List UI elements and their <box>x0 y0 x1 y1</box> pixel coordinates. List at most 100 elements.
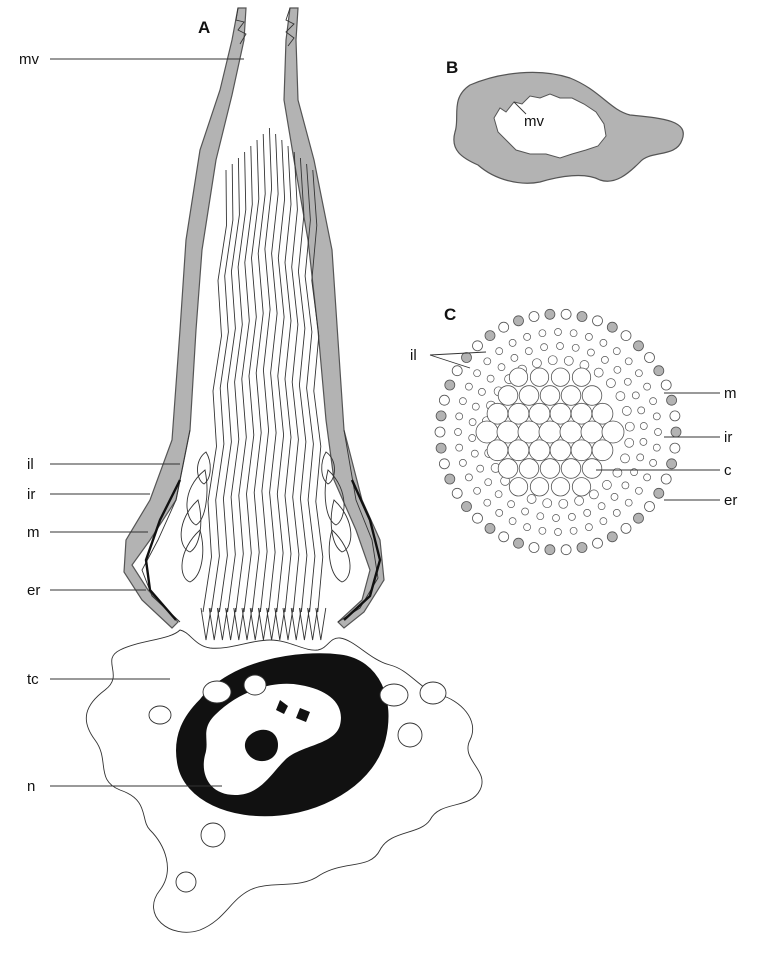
cilium-section <box>551 478 569 496</box>
outer-ring-dot <box>621 331 631 341</box>
cilium-section <box>508 440 529 461</box>
outer-ring-dot <box>529 312 539 322</box>
small-dot <box>455 429 462 436</box>
cilium-section <box>582 386 602 406</box>
small-dot <box>638 407 645 414</box>
outer-ring-dot <box>561 309 571 319</box>
cilium-section <box>592 440 613 461</box>
small-dot <box>559 499 568 508</box>
small-dot <box>541 344 548 351</box>
cilium-section <box>551 368 569 386</box>
cilium <box>260 128 271 612</box>
small-dot <box>640 438 647 445</box>
cilium-section <box>476 421 498 443</box>
small-dot <box>472 403 479 410</box>
small-dot <box>477 465 484 472</box>
small-dot <box>509 339 516 346</box>
cilium-section <box>498 459 518 479</box>
cilium-section <box>497 421 519 443</box>
small-dot <box>637 454 644 461</box>
cilium-section <box>539 421 561 443</box>
small-dot <box>625 422 634 431</box>
panel-label-c: C <box>444 305 456 324</box>
small-dot <box>539 330 546 337</box>
cilium-section <box>529 403 550 424</box>
small-dot <box>587 349 594 356</box>
small-dot <box>585 524 592 531</box>
cilium-section <box>540 459 560 479</box>
small-dot <box>635 370 642 377</box>
small-dot <box>644 474 651 481</box>
small-dot <box>575 496 584 505</box>
cilium-section <box>509 478 527 496</box>
small-dot <box>524 333 531 340</box>
outer-ring-dot <box>436 411 446 421</box>
small-dot <box>650 398 657 405</box>
cilium-section <box>518 421 540 443</box>
small-dot <box>602 480 611 489</box>
cilium <box>211 164 233 612</box>
label-mv-a: mv <box>19 51 39 68</box>
small-dot <box>553 515 560 522</box>
outer-ring-dot <box>514 538 524 548</box>
small-dot <box>655 429 662 436</box>
small-dot <box>625 499 632 506</box>
small-dot <box>653 413 660 420</box>
outer-ring-dot <box>593 316 603 326</box>
small-dot <box>572 344 579 351</box>
cilium-section <box>529 440 550 461</box>
small-dot <box>484 499 491 506</box>
small-dot <box>474 370 481 377</box>
small-dot <box>564 356 573 365</box>
small-dot <box>594 368 603 377</box>
outer-ring-dot <box>561 545 571 555</box>
cilium <box>203 170 227 612</box>
small-dot <box>600 339 607 346</box>
outer-ring-dot <box>545 545 555 555</box>
cilium-section <box>530 368 548 386</box>
small-dot <box>606 379 615 388</box>
label-m-a: m <box>27 524 40 541</box>
outer-ring-dot <box>452 488 462 498</box>
cilium-section <box>540 386 560 406</box>
outer-ring-dot <box>667 395 677 405</box>
small-dot <box>459 459 466 466</box>
label-il-c: il <box>410 347 417 364</box>
small-dot <box>465 474 472 481</box>
small-dot <box>584 509 591 516</box>
cilium-section <box>561 459 581 479</box>
outer-ring-dot <box>499 322 509 332</box>
small-dot <box>478 388 485 395</box>
outer-ring-dot <box>462 353 472 363</box>
cilium-section <box>519 459 539 479</box>
label-il-a: il <box>27 456 34 473</box>
outer-ring-dot <box>661 474 671 484</box>
outer-ring-dot <box>439 395 449 405</box>
label-mv-b: mv <box>524 113 544 130</box>
cilium-section <box>560 421 582 443</box>
cell-wall-right <box>284 8 384 628</box>
label-ir-c: ir <box>724 429 732 446</box>
small-dot <box>456 444 463 451</box>
small-dot <box>498 364 505 371</box>
small-dot <box>508 501 515 508</box>
cilium-section <box>508 403 529 424</box>
small-dot <box>625 358 632 365</box>
label-m-c: m <box>724 385 737 402</box>
small-dot <box>622 406 631 415</box>
outer-ring-dot <box>485 331 495 341</box>
small-dot <box>625 438 634 447</box>
small-dot <box>522 508 529 515</box>
cilium-section <box>572 368 590 386</box>
small-dot <box>555 529 562 536</box>
cilium-section <box>519 386 539 406</box>
outer-ring-dot <box>452 366 462 376</box>
small-dot <box>644 383 651 390</box>
small-dot <box>532 359 541 368</box>
panel-a-cell <box>86 8 482 932</box>
outer-ring-dot <box>577 543 587 553</box>
outer-ring-dot <box>645 353 655 363</box>
cilium <box>236 146 253 612</box>
cilium-section <box>581 421 603 443</box>
outer-ring-dot <box>634 341 644 351</box>
